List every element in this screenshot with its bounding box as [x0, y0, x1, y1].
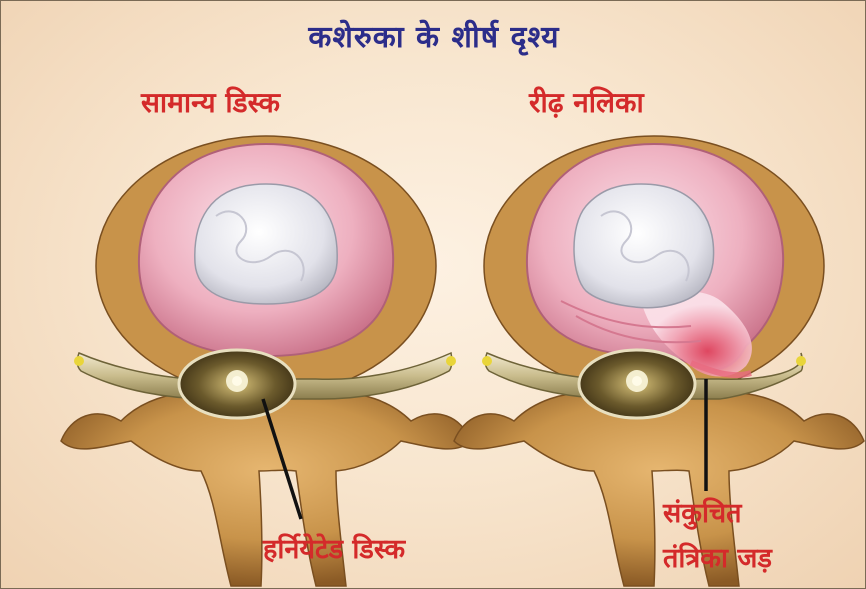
spinal-canal-label: रीढ़ नलिका: [529, 83, 644, 121]
right-vertebra: [454, 136, 864, 586]
right-disc-nucleus: [574, 184, 714, 308]
normal-disc-label: सामान्य डिस्क: [141, 83, 280, 121]
right-bone-processes: [454, 393, 864, 586]
left-disc-nucleus: [195, 184, 337, 304]
compressed-nerve-label-line1: संकुचित: [663, 493, 742, 530]
herniated-disc-label: हर्नियेटेड डिस्क: [263, 529, 405, 566]
compressed-nerve-label-line2: तंत्रिका जड़: [663, 538, 772, 575]
diagram-title: कशेरुका के शीर्ष दृश्य: [1, 15, 866, 56]
left-vertebra: [61, 136, 471, 586]
